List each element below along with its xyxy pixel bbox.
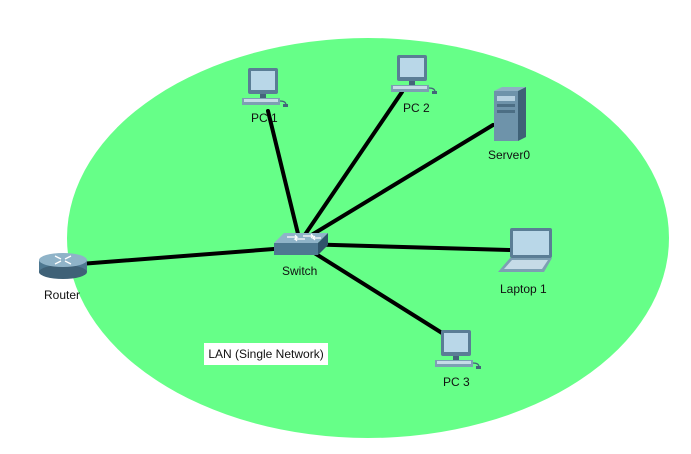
server-icon[interactable] <box>490 87 528 143</box>
link-switch-server0 <box>298 123 495 244</box>
laptop1-label: Laptop 1 <box>500 282 547 296</box>
router-icon[interactable] <box>37 250 89 280</box>
switch-icon[interactable] <box>272 231 330 257</box>
router-label: Router <box>44 288 81 302</box>
pc-icon[interactable] <box>240 68 290 110</box>
link-switch-laptop1 <box>298 242 512 252</box>
pc2-label: PC 2 <box>403 101 430 115</box>
link-switch-pc1 <box>266 109 302 244</box>
pc1-label: PC 1 <box>251 111 278 125</box>
pc-icon[interactable] <box>389 55 439 97</box>
lan-area <box>67 38 669 438</box>
pc-icon[interactable] <box>433 330 483 372</box>
link-switch-pc3 <box>298 242 452 340</box>
laptop-icon[interactable] <box>496 228 556 274</box>
lan-label: LAN (Single Network) <box>204 343 328 365</box>
links <box>78 90 512 340</box>
server0-label: Server0 <box>488 148 531 162</box>
link-switch-pc2 <box>298 90 404 244</box>
pc3-label: PC 3 <box>443 375 470 389</box>
switch-label: Switch <box>282 264 318 278</box>
link-switch-router <box>78 245 302 266</box>
